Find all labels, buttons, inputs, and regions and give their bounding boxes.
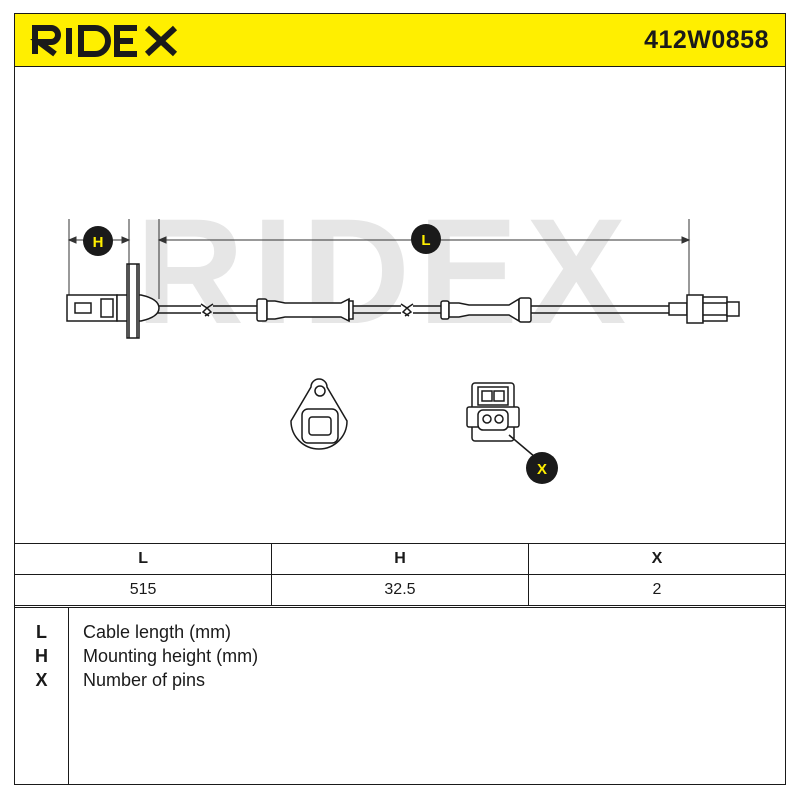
header-bar: 412W0858 [15, 14, 785, 67]
legend-item-x: X Number of pins [15, 670, 785, 694]
callout-h: H [83, 226, 113, 256]
spec-header-h: H [271, 544, 529, 575]
legend-key: H [35, 646, 48, 666]
spec-header-l: L [15, 544, 273, 575]
spec-header-row: L H X [15, 544, 785, 575]
technical-drawing: RIDEX [15, 67, 785, 544]
legend-item-h: H Mounting height (mm) [15, 646, 785, 670]
legend-text: Mounting height (mm) [83, 646, 259, 666]
ridex-logo [30, 25, 178, 57]
sensor-diagram: RIDEX [66, 187, 740, 484]
spec-table: L H X 515 32.5 2 [15, 544, 785, 606]
connector-detail [466, 382, 536, 458]
legend-key: X [35, 670, 48, 690]
legend-text: Number of pins [83, 670, 206, 690]
legend: L Cable length (mm) H Mounting height (m… [15, 607, 785, 784]
watermark: RIDEX [136, 187, 634, 355]
legend-key: L [36, 622, 47, 642]
part-number: 412W0858 [644, 26, 769, 54]
legend-divider [68, 608, 69, 784]
callout-x: X [526, 452, 558, 484]
flange-detail [290, 378, 348, 450]
svg-text:L: L [421, 232, 430, 249]
spec-value-l: 515 [15, 574, 273, 606]
legend-item-l: L Cable length (mm) [15, 622, 785, 646]
callout-l: L [411, 224, 441, 254]
spec-header-x: X [527, 544, 785, 575]
spec-value-row: 515 32.5 2 [15, 574, 785, 606]
product-sheet: 412W0858 RIDEX [14, 13, 786, 785]
sensor-head [66, 263, 160, 339]
spec-value-x: 2 [527, 574, 785, 606]
cable [155, 303, 669, 317]
cable-grommets [256, 297, 532, 323]
svg-text:X: X [537, 461, 547, 478]
spec-value-h: 32.5 [271, 574, 529, 606]
legend-text: Cable length (mm) [83, 622, 232, 642]
svg-text:H: H [93, 234, 104, 251]
connector-end [668, 294, 740, 324]
